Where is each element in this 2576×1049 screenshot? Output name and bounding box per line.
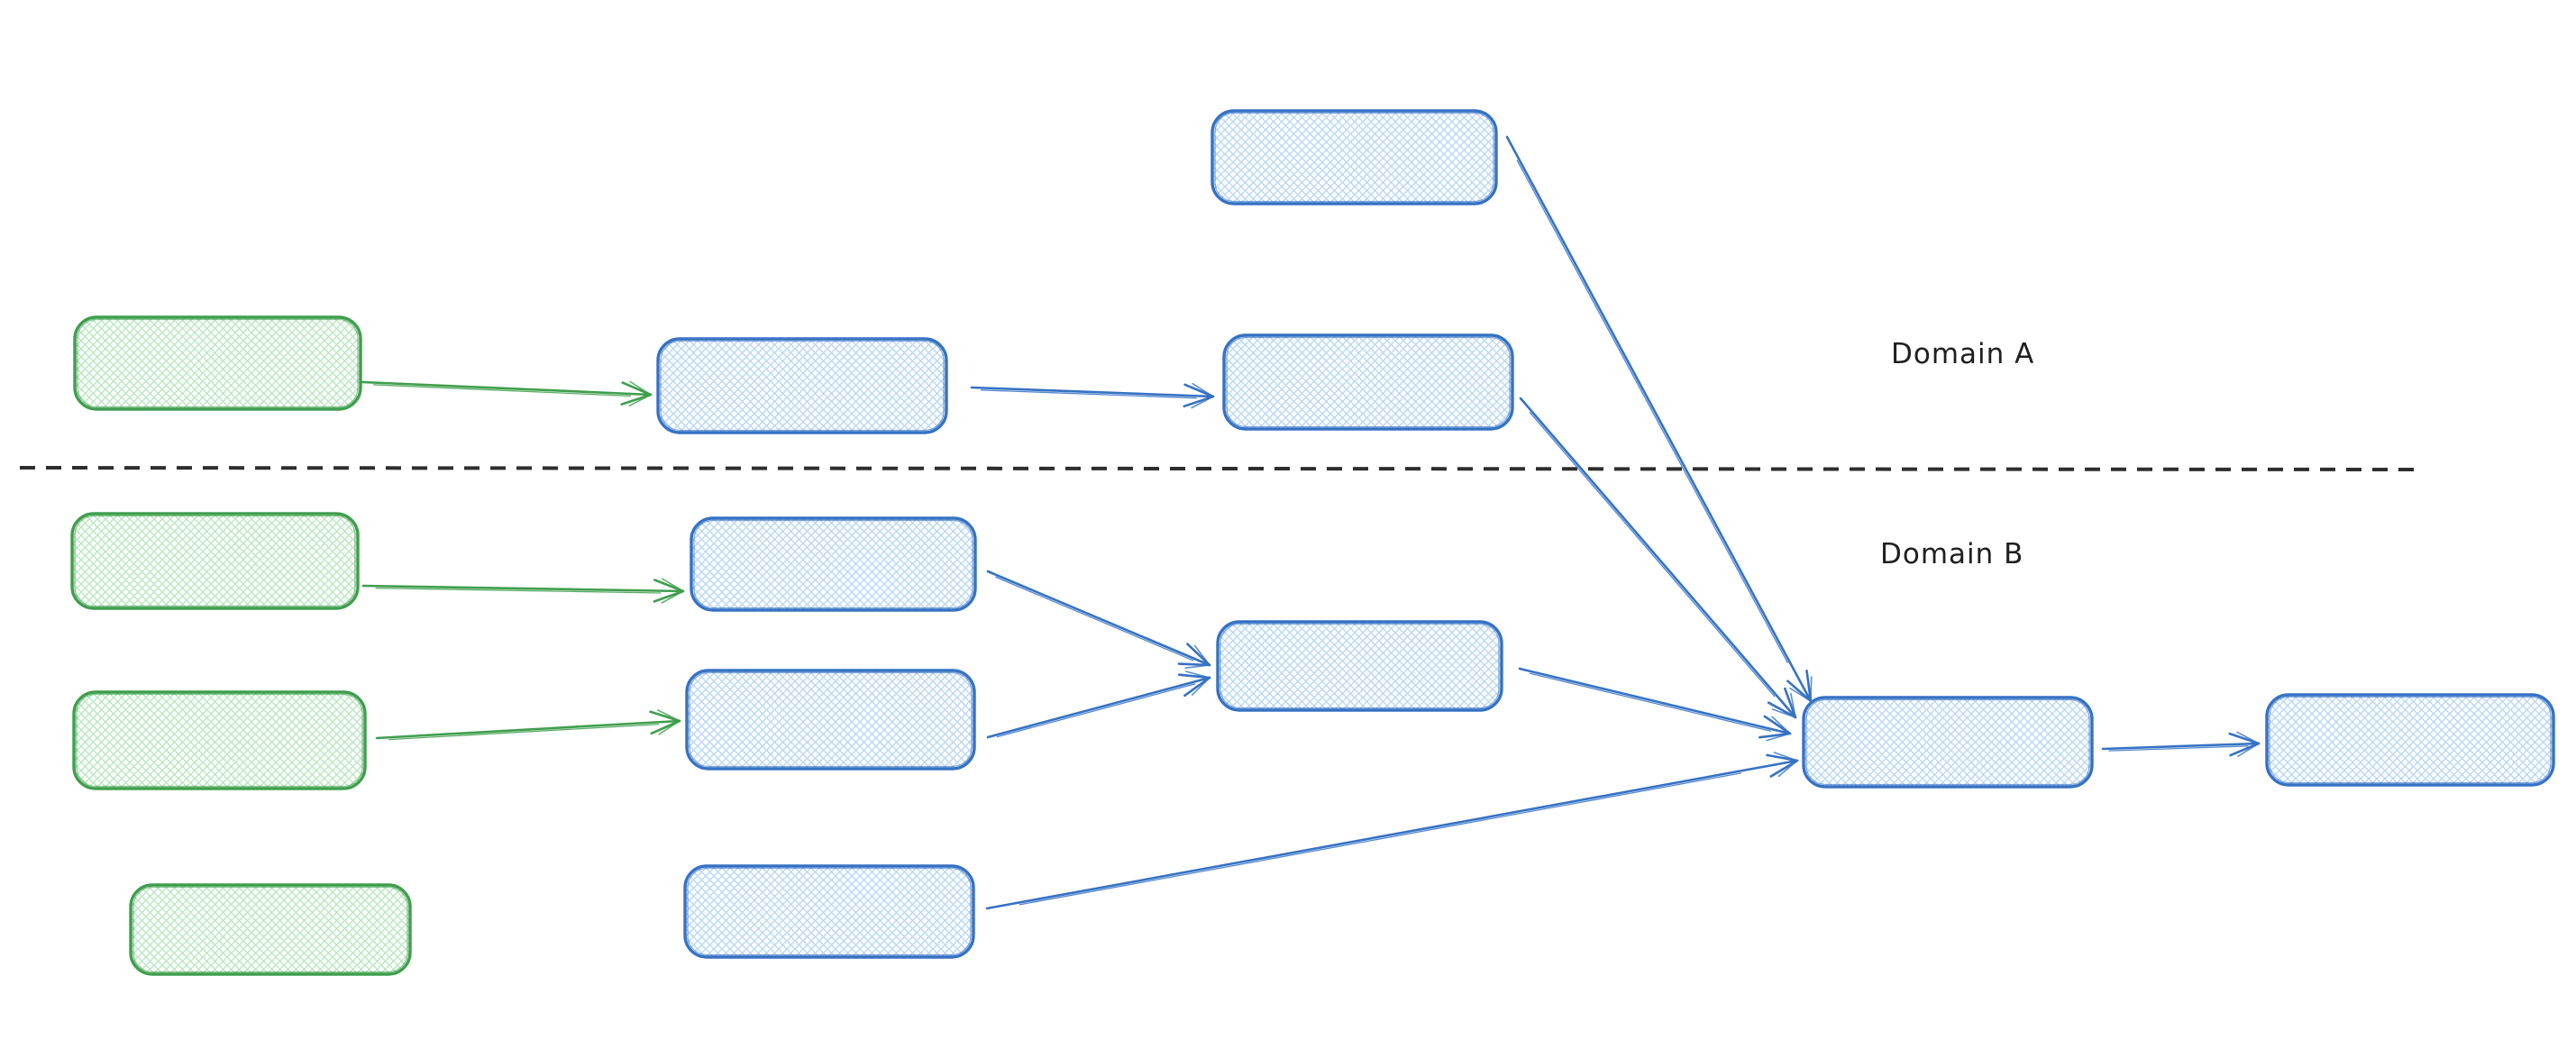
edge-line-echo [2108, 745, 2249, 752]
node-rect-echo [1805, 698, 2090, 786]
node-rect-echo [1226, 336, 1511, 428]
edge-blue-a1-to-blue-a2[interactable] [970, 382, 1215, 409]
edge-blue-a2-to-hub-blue[interactable] [1519, 397, 1797, 719]
node-green-b3[interactable] [129, 883, 412, 976]
node-rect-echo [1214, 112, 1494, 203]
node-rect-echo [2269, 696, 2552, 784]
edge-line [361, 380, 653, 397]
edge-line [970, 386, 1215, 398]
label-domain-a[interactable]: Domain A [1891, 338, 2034, 370]
node-blue-b2[interactable] [685, 669, 976, 771]
edge-green-b2-to-blue-b2[interactable] [375, 709, 681, 741]
node-hub-blue[interactable] [1802, 696, 2094, 789]
edge-line [361, 584, 685, 593]
edge-line-echo [980, 389, 1197, 399]
edge-line [985, 759, 1799, 910]
edge-line-echo [1019, 772, 1742, 906]
node-rect-echo [693, 519, 973, 609]
edge-green-b1-to-blue-b1[interactable] [361, 578, 685, 604]
node-rect-echo [74, 515, 356, 607]
node-rect [1222, 333, 1514, 431]
node-rect [129, 883, 412, 976]
edge-line [1518, 667, 1792, 735]
edge-blue-b2-to-middle-blue[interactable] [986, 670, 1211, 739]
edge-arrowhead [1771, 692, 1796, 718]
node-rect [73, 315, 362, 411]
node-rect-echo [689, 671, 973, 768]
edge-blue-b1-to-middle-blue[interactable] [986, 570, 1211, 669]
node-blue-a2[interactable] [1222, 333, 1514, 431]
node-rect-echo [687, 867, 972, 956]
node-blue-b3[interactable] [683, 864, 975, 959]
edge-hub-blue-to-final-blue[interactable] [2101, 731, 2261, 757]
node-rect-echo [660, 340, 945, 432]
node-rect [1210, 109, 1498, 205]
node-rect-echo [1219, 623, 1500, 709]
node-rect [656, 337, 948, 434]
edge-arrowhead [2236, 731, 2260, 757]
edge-arrowhead [1773, 752, 1798, 778]
node-rect [2265, 693, 2555, 787]
edge-line [986, 570, 1211, 667]
edge-arrowhead [1185, 670, 1210, 696]
edge-line [1519, 397, 1797, 719]
edge-line-echo [996, 683, 1196, 738]
edge-arrowhead [661, 578, 684, 604]
edge-line [986, 676, 1211, 739]
edge-arrowhead [657, 709, 681, 735]
edge-line-echo [1529, 672, 1772, 732]
node-rect [690, 516, 977, 612]
node-blue-a1[interactable] [656, 337, 948, 434]
edge-arrowhead [1191, 382, 1214, 409]
label-domain-b[interactable]: Domain B [1880, 538, 2023, 570]
edge-line-echo [388, 724, 660, 741]
edge-line-echo [375, 587, 662, 594]
edge-arrowhead [628, 380, 652, 407]
node-green-a[interactable] [73, 315, 362, 411]
node-top-blue[interactable] [1210, 109, 1498, 205]
edge-arrowhead [1184, 644, 1210, 669]
node-green-b2[interactable] [72, 690, 367, 790]
edge-line-echo [1516, 160, 1788, 663]
edge-line [375, 719, 681, 740]
node-blue-b1[interactable] [690, 516, 977, 612]
node-rect-echo [76, 693, 363, 788]
node-final-blue[interactable] [2265, 693, 2555, 787]
node-middle-blue[interactable] [1216, 620, 1503, 712]
domain-separator-line[interactable] [19, 466, 2415, 471]
edge-line-echo [995, 576, 1194, 661]
node-rect [1802, 696, 2094, 789]
node-rect [683, 864, 975, 959]
node-rect [70, 512, 360, 610]
node-rect [72, 690, 367, 790]
edge-line [1505, 135, 1813, 703]
edge-line [2101, 742, 2261, 751]
edge-line-echo [1529, 412, 1776, 698]
edge-line-echo [373, 384, 632, 397]
edge-middle-blue-to-hub-blue[interactable] [1518, 667, 1792, 742]
node-rect [1216, 620, 1503, 712]
node-rect-echo [132, 886, 408, 973]
node-green-b1[interactable] [70, 512, 360, 610]
edge-green-a-to-blue-a1[interactable] [361, 380, 653, 407]
edge-blue-b3-to-hub-blue[interactable] [985, 752, 1799, 910]
edge-arrowhead [1766, 716, 1791, 742]
node-rect-echo [77, 318, 359, 408]
edge-top-blue-to-hub-blue[interactable] [1505, 135, 1813, 703]
node-rect [685, 669, 976, 771]
